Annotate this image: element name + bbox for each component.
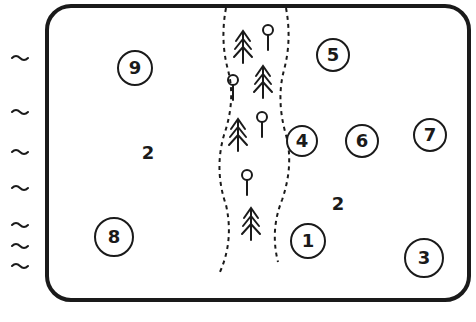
numbered-circle: 9 [117, 50, 153, 86]
callout-number: 5 [327, 46, 340, 64]
callout-number: 9 [129, 59, 142, 77]
tree-trunk [232, 85, 234, 100]
callout-number: 1 [302, 232, 315, 250]
callout-number: 6 [356, 132, 369, 150]
pine-tree [254, 66, 272, 98]
pine-tree [242, 208, 260, 240]
numbered-circle: 6 [345, 124, 379, 158]
area-number: 2 [332, 195, 345, 213]
numbered-circle: 7 [413, 118, 447, 152]
round-tree [228, 75, 238, 85]
numbered-circle: 1 [290, 223, 326, 259]
forest-band [219, 8, 289, 272]
numbered-circle: 8 [94, 217, 134, 257]
area-number: 2 [142, 144, 155, 162]
round-tree [263, 25, 273, 35]
water-waves [12, 56, 28, 268]
tree-trunk [267, 35, 269, 50]
tree-trunk [261, 122, 263, 137]
numbered-circle: 4 [286, 125, 318, 157]
tree-trunk [246, 180, 248, 195]
map-border [47, 6, 469, 300]
numbered-circle: 3 [404, 238, 444, 278]
callout-number: 7 [424, 126, 437, 144]
numbered-circle: 5 [316, 38, 350, 72]
callout-number: 8 [108, 228, 121, 246]
pine-tree [234, 31, 252, 63]
round-tree [257, 112, 267, 122]
callout-number: 3 [418, 249, 431, 267]
round-tree [242, 170, 252, 180]
pine-tree [229, 119, 247, 151]
trees [228, 25, 273, 240]
callout-number: 4 [296, 132, 309, 150]
